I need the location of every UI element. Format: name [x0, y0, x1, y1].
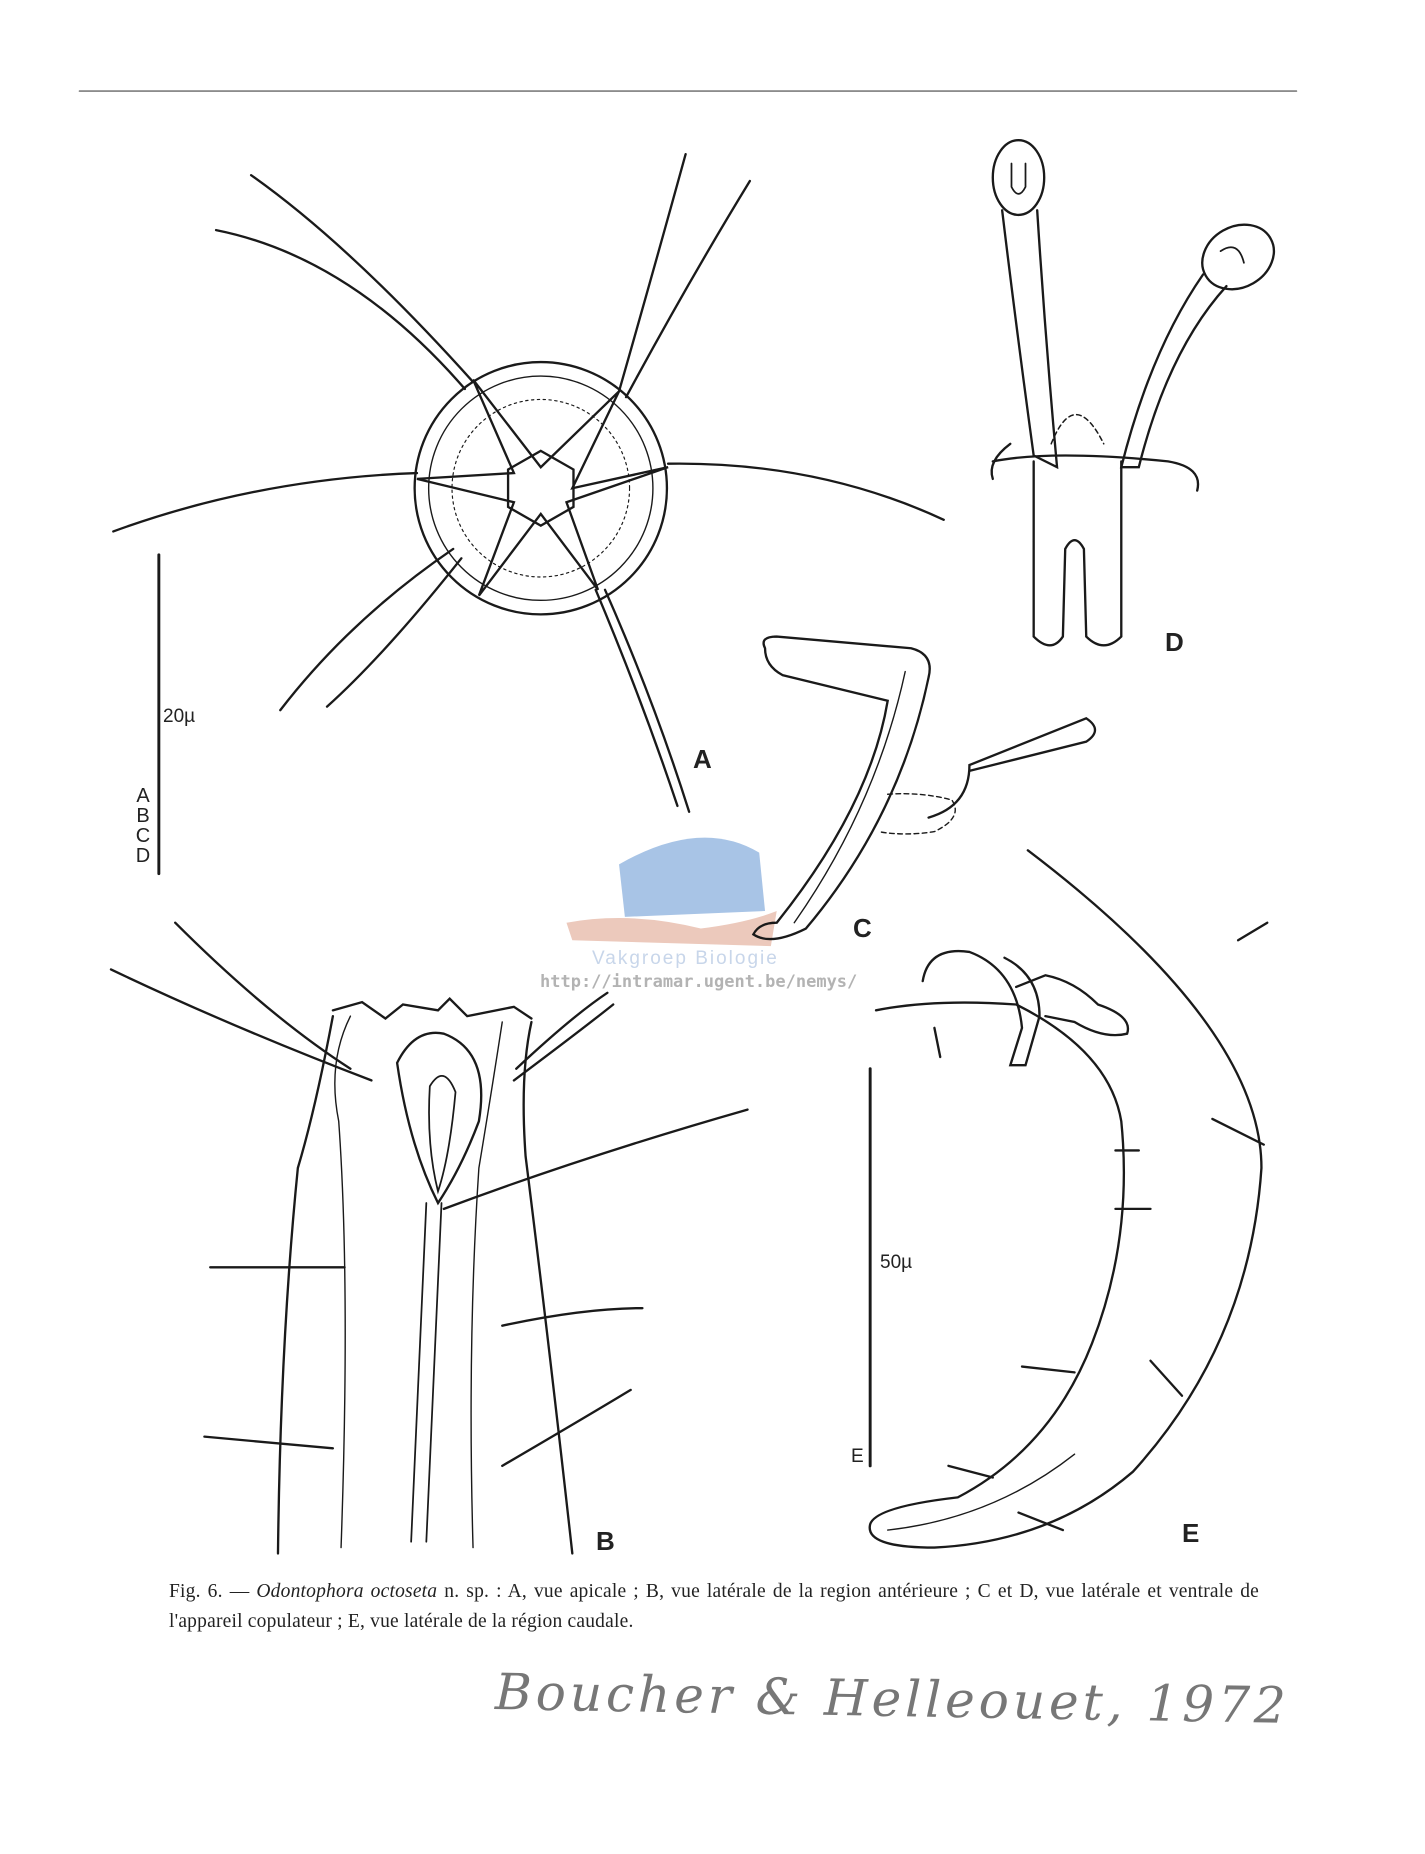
caption-text: n. sp. : A, vue apicale ; B, vue latéral… [169, 1581, 1260, 1632]
watermark-logo [566, 837, 777, 947]
scale-applies-a: A [136, 785, 150, 807]
panel-label-b: B [596, 1526, 615, 1556]
figure-a-apical-view [112, 153, 945, 813]
scale-applies-b: B [136, 805, 150, 827]
caption-species: Odontophora octoseta [256, 1581, 438, 1602]
scale-applies-c: C [135, 825, 151, 847]
figure-b-lateral-anterior [109, 921, 749, 1555]
figure-d-ventral-copulatory [990, 138, 1276, 647]
caption-fig-label: Fig. 6. — [169, 1581, 250, 1602]
scale-applies-abcd: A B C D [133, 786, 153, 866]
figure-c-lateral-copulatory [751, 635, 1097, 941]
panel-label-c: C [853, 913, 872, 943]
scale-applies-e: E [851, 1446, 864, 1467]
figure-caption: Fig. 6. — Odontophora octoseta n. sp. : … [169, 1577, 1259, 1637]
panel-label-e: E [1182, 1518, 1200, 1548]
scale-label-50: 50µ [880, 1252, 913, 1273]
watermark-bottom-text: Vakgroep Biologie [592, 948, 779, 969]
watermark-url: http://intramar.ugent.be/nemys/ [540, 972, 858, 992]
panel-label-a: A [693, 744, 712, 774]
scale-label-20: 20µ [163, 706, 196, 727]
panel-label-d: D [1165, 627, 1184, 657]
scale-applies-d: D [135, 845, 151, 867]
figure-e-lateral-caudal [868, 849, 1269, 1549]
